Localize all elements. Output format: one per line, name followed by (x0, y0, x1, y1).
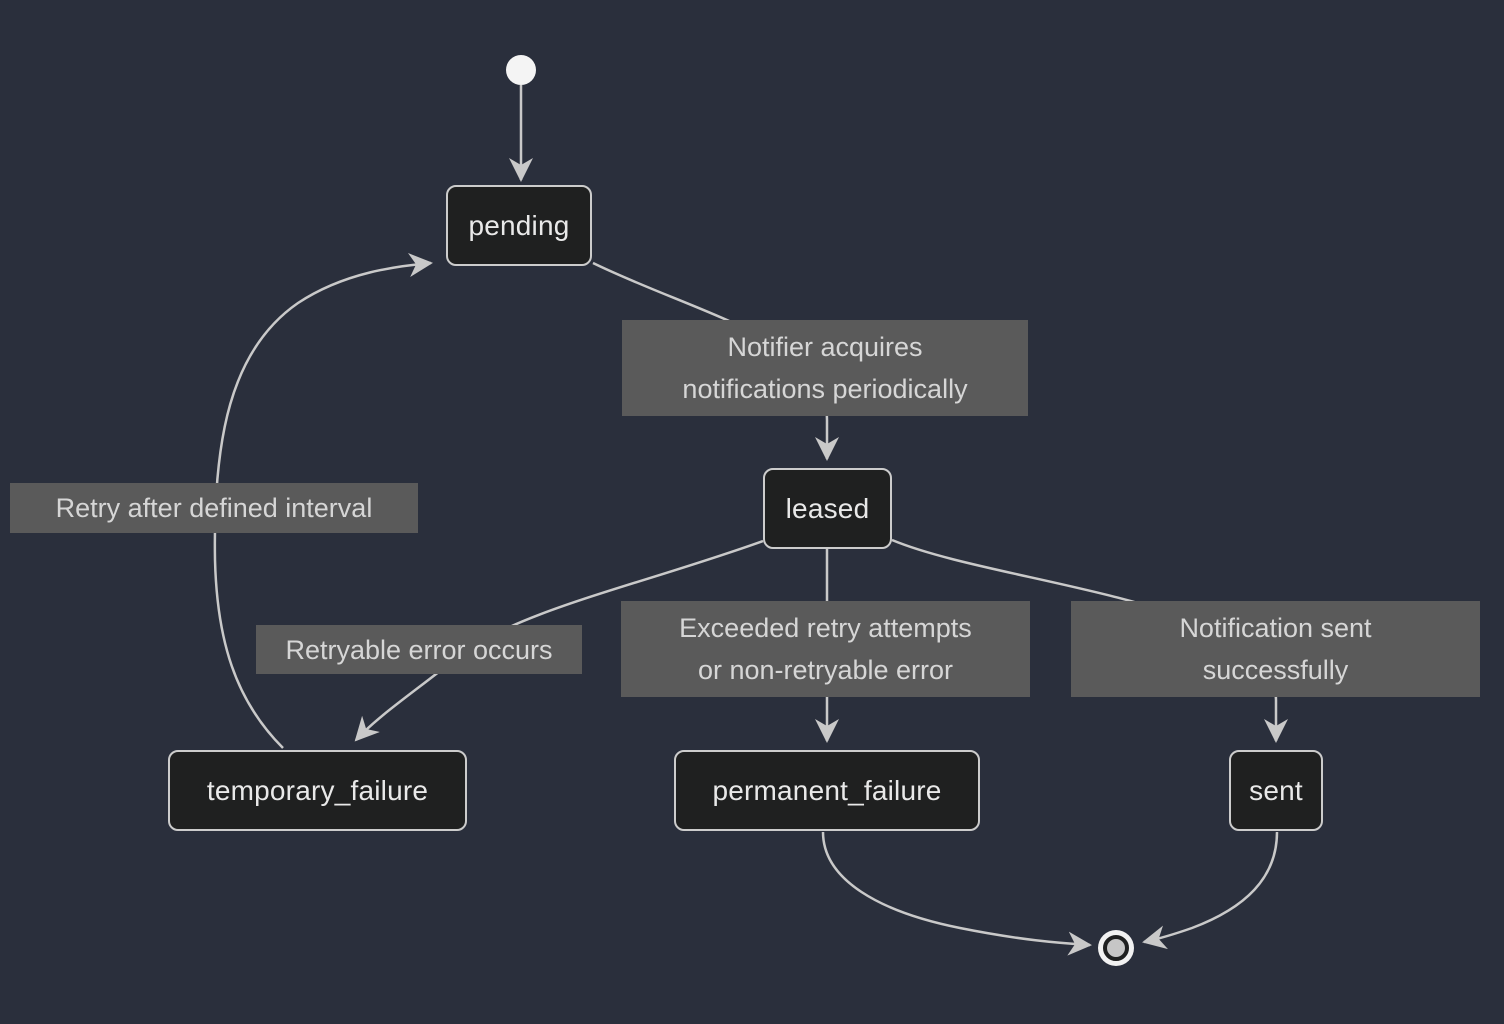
edge-temporary-failure-to-pending (213, 253, 433, 749)
edge-label-leased-to-sent: Notification sent successfully (1071, 601, 1480, 697)
edge-permanent-failure-to-final (821, 831, 1092, 956)
state-leased-label: leased (785, 492, 870, 524)
state-pending-label: pending (468, 209, 570, 241)
state-pending: pending (446, 185, 592, 266)
edge-label-line: Notifier acquires (727, 332, 923, 362)
edge-label-pending-to-leased: Notifier acquires notifications periodic… (622, 320, 1028, 416)
edge-label-line: Retryable error occurs (285, 634, 553, 665)
edge-sent-to-final (1142, 831, 1279, 950)
final-state-core (1103, 935, 1129, 961)
state-permanent-failure: permanent_failure (674, 750, 980, 831)
state-temporary-failure-label: temporary_failure (206, 774, 429, 806)
state-sent-label: sent (1249, 774, 1303, 806)
state-temporary-failure: temporary_failure (168, 750, 467, 831)
edge-label-line: successfully (1202, 655, 1349, 685)
state-sent: sent (1229, 750, 1323, 831)
final-state-marker (1098, 930, 1134, 966)
state-leased: leased (763, 468, 892, 549)
edge-label-leased-to-permanent-failure: Exceeded retry attempts or non-retryable… (621, 601, 1030, 697)
edge-label-leased-to-temporary-failure: Retryable error occurs (256, 625, 582, 674)
edge-label-line: Exceeded retry attempts (679, 613, 972, 643)
edge-label-line: Retry after defined interval (55, 493, 373, 523)
edge-label-temporary-failure-to-pending: Retry after defined interval (10, 483, 418, 533)
edge-label-line: or non-retryable error (697, 655, 954, 685)
edge-label-line: Notification sent (1179, 613, 1372, 643)
initial-state-marker (506, 55, 536, 85)
state-permanent-failure-label: permanent_failure (712, 774, 942, 806)
edge-label-line: notifications periodically (682, 374, 968, 404)
